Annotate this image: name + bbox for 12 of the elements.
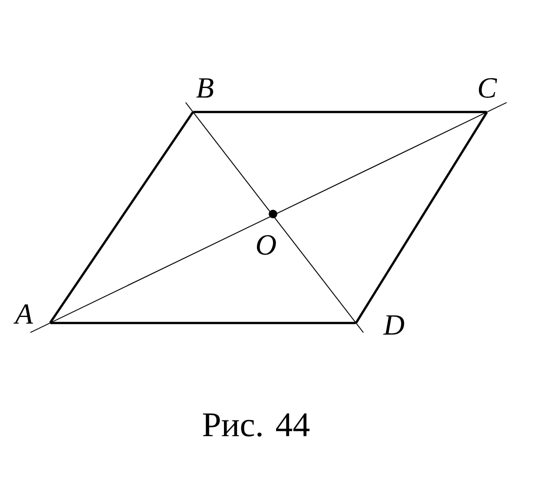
point-label: D: [383, 315, 404, 335]
point-label: B: [196, 78, 214, 98]
line: [193, 110, 487, 114]
point-label: O: [256, 210, 278, 255]
line: [30, 102, 508, 333]
caption: Рис. 44: [202, 413, 310, 437]
line: [355, 112, 488, 324]
line: [49, 112, 194, 324]
point-label: A: [13, 304, 34, 324]
line: [185, 102, 364, 333]
line: [50, 322, 356, 324]
point-label: C: [478, 78, 498, 98]
